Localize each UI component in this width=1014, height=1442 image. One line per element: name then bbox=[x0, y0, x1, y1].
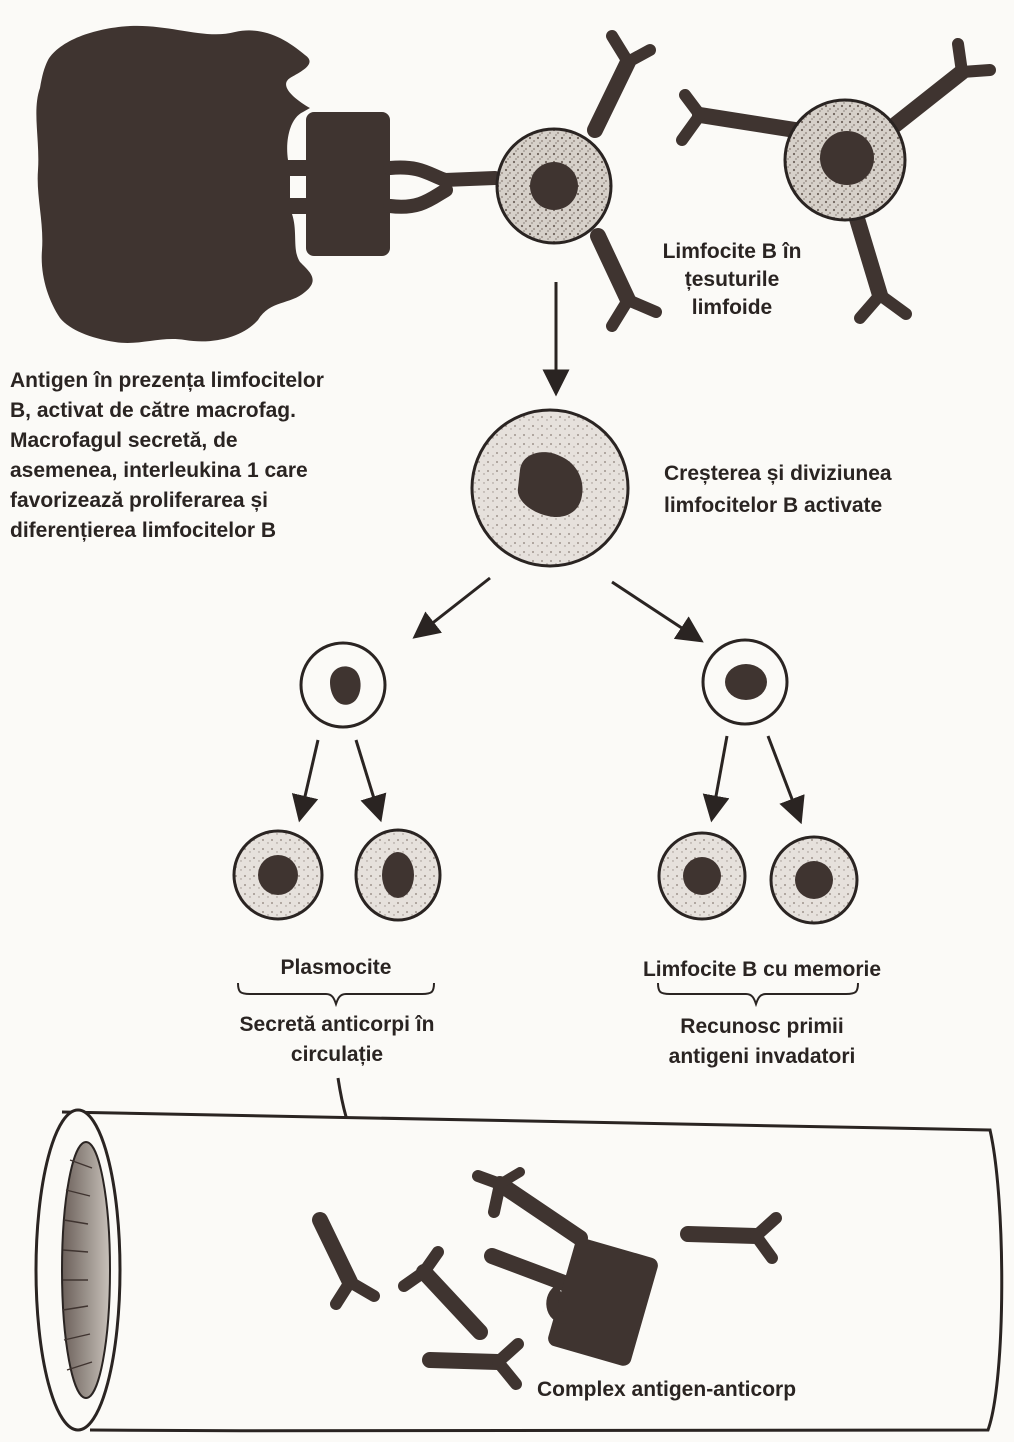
arrow-plasma-1 bbox=[300, 740, 318, 818]
plasma-cell-2 bbox=[356, 830, 440, 920]
arrow-memory-1 bbox=[712, 736, 727, 818]
label-memory-cells-function: Recunosc primii antigeni invadatori bbox=[632, 1012, 892, 1072]
b-cell-primary bbox=[497, 36, 656, 326]
label-plasma-cells-function: Secretă anticorpi în circulație bbox=[202, 1010, 472, 1070]
arrow-plasma-2 bbox=[356, 740, 380, 818]
arrow-memory-2 bbox=[768, 736, 800, 820]
label-complex: Complex antigen-anticorp bbox=[537, 1376, 877, 1404]
label-growth-division: Creșterea și diviziunea limfocitelor B a… bbox=[664, 458, 964, 522]
macrophage bbox=[36, 26, 312, 343]
memory-cell-2 bbox=[771, 837, 857, 923]
receptor-link bbox=[390, 167, 495, 206]
label-memory-cells: Limfocite B cu memorie bbox=[612, 956, 912, 984]
label-antigen-presentation: Antigen în prezența limfocitelor B, acti… bbox=[10, 366, 410, 546]
arrow-to-plasma-precursor bbox=[416, 578, 490, 636]
plasma-bracket bbox=[238, 983, 434, 1004]
memory-precursor-cell bbox=[703, 640, 787, 724]
memory-bracket bbox=[658, 983, 858, 1004]
plasma-precursor-cell bbox=[301, 643, 385, 727]
memory-cell-1 bbox=[659, 833, 745, 919]
label-b-cells-lymphoid: Limfocite B în țesuturile limfoide bbox=[652, 238, 812, 322]
label-plasma-cells: Plasmocite bbox=[236, 954, 436, 982]
arrow-to-memory-precursor bbox=[612, 582, 700, 640]
plasma-cell-1 bbox=[234, 831, 322, 919]
activated-b-cell bbox=[472, 410, 628, 566]
